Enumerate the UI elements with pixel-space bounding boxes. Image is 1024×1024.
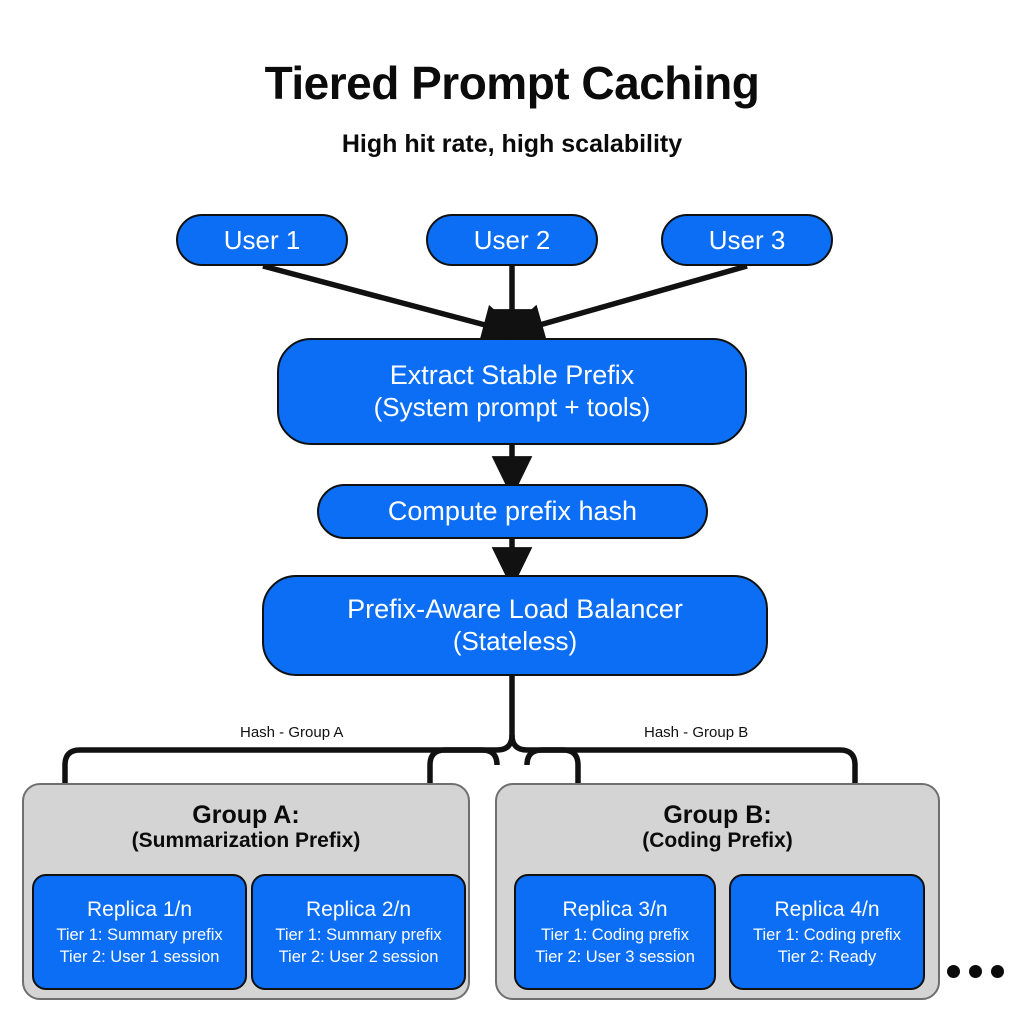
node-user-2[interactable]: User 2 (426, 214, 598, 266)
replica-3-tier1: Tier 1: Coding prefix (541, 925, 689, 944)
replica-card-3[interactable]: Replica 3/n Tier 1: Coding prefix Tier 2… (514, 874, 716, 990)
group-b-title: Group B: (663, 801, 772, 829)
group-a-subtitle: (Summarization Prefix) (131, 829, 361, 852)
diagram-subtitle: High hit rate, high scalability (341, 130, 683, 158)
edge-trunk-left-curve (496, 734, 515, 753)
node-extract-stable-prefix[interactable]: Extract Stable Prefix (System prompt + t… (277, 338, 747, 445)
group-a-title: Group A: (192, 801, 300, 829)
replica-3-name: Replica 3/n (562, 898, 668, 922)
replica-2-tier2: Tier 2: User 2 session (278, 947, 439, 966)
edge-label-hash-group-a: Hash - Group A (240, 724, 344, 741)
node-user-1[interactable]: User 1 (176, 214, 348, 266)
group-b-heading: Group B: (Coding Prefix) (497, 801, 938, 853)
replica-2-name: Replica 2/n (305, 898, 412, 922)
dot-2 (969, 965, 982, 978)
node-user-3-label: User 3 (708, 224, 786, 255)
replica-1-tier1: Tier 1: Summary prefix (56, 925, 223, 944)
group-a-heading: Group A: (Summarization Prefix) (24, 801, 468, 853)
edge-label-hash-group-b: Hash - Group B (644, 724, 749, 741)
node-prefix-aware-load-balancer[interactable]: Prefix-Aware Load Balancer (Stateless) (262, 575, 768, 676)
node-user-1-label: User 1 (223, 224, 301, 255)
replica-1-tier2: Tier 2: User 1 session (59, 947, 220, 966)
node-user-3[interactable]: User 3 (661, 214, 833, 266)
node-user-2-label: User 2 (473, 224, 551, 255)
node-extract-title: Extract Stable Prefix (389, 360, 635, 391)
more-replicas-ellipsis-icon (947, 965, 1004, 978)
replica-2-tier1: Tier 1: Summary prefix (275, 925, 442, 944)
dot-1 (947, 965, 960, 978)
group-b-subtitle: (Coding Prefix) (642, 829, 793, 852)
node-compute-prefix-hash[interactable]: Compute prefix hash (317, 484, 708, 539)
node-balancer-subtitle: (Stateless) (452, 626, 578, 657)
node-extract-subtitle: (System prompt + tools) (373, 392, 651, 423)
node-compute-title: Compute prefix hash (387, 495, 638, 526)
edge-user3-extract (501, 263, 748, 344)
diagram-title: Tiered Prompt Caching (264, 57, 760, 109)
replica-card-1[interactable]: Replica 1/n Tier 1: Summary prefix Tier … (32, 874, 247, 990)
group-b-container: Group B: (Coding Prefix) Replica 3/n Tie… (495, 783, 940, 1000)
replica-card-2[interactable]: Replica 2/n Tier 1: Summary prefix Tier … (251, 874, 466, 990)
replica-card-4[interactable]: Replica 4/n Tier 1: Coding prefix Tier 2… (729, 874, 925, 990)
edge-user1-extract (262, 263, 525, 345)
replica-4-name: Replica 4/n (774, 898, 880, 922)
node-balancer-title: Prefix-Aware Load Balancer (347, 594, 683, 625)
dot-3 (991, 965, 1004, 978)
replica-1-name: Replica 1/n (86, 898, 193, 922)
replica-4-tier2: Tier 2: Ready (777, 947, 877, 966)
group-a-container: Group A: (Summarization Prefix) Replica … (22, 783, 470, 1000)
replica-4-tier1: Tier 1: Coding prefix (753, 925, 901, 944)
replica-3-tier2: Tier 2: User 3 session (535, 947, 695, 966)
edge-balancer-trunk (509, 676, 528, 753)
